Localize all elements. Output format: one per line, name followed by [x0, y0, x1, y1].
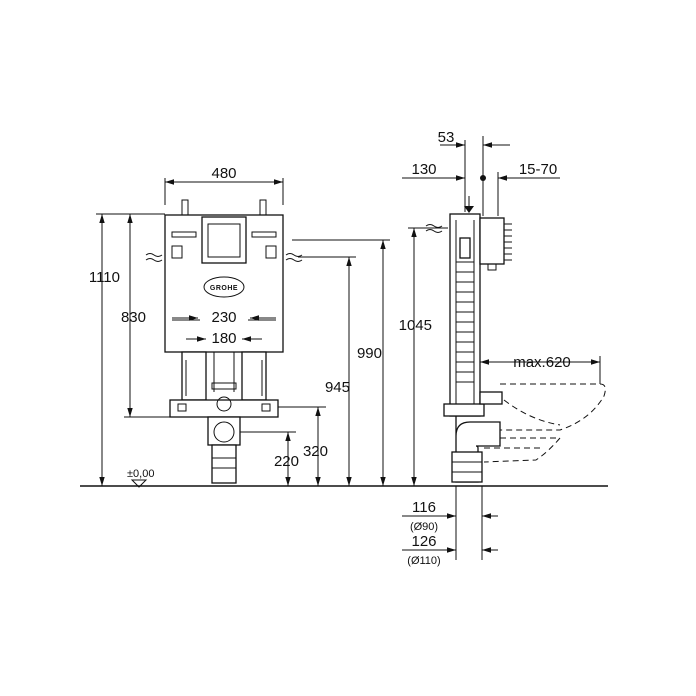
dim-116: 116 [412, 499, 436, 516]
dim-53: 53 [438, 129, 455, 146]
dim-180: 180 [211, 330, 236, 347]
dim-220: 220 [274, 453, 299, 470]
dim-830: 830 [121, 309, 146, 326]
dim-15-70: 15-70 [519, 161, 557, 178]
dim-126: 126 [411, 533, 436, 550]
grohe-logo [203, 276, 245, 298]
dim-126-sub: (Ø110) [407, 555, 440, 567]
dim-320: 320 [303, 443, 328, 460]
toilet-outline [500, 383, 606, 431]
dim-1045: 1045 [399, 317, 432, 334]
flush-plate-opening [201, 216, 247, 264]
dim-130: 130 [411, 161, 436, 178]
dim-990: 990 [357, 345, 382, 362]
drain-pipe [207, 416, 241, 446]
front-view: GROHE 480 1110 [89, 165, 390, 488]
dim-945: 945 [325, 379, 350, 396]
dim-480: 480 [211, 165, 236, 182]
floor-reference-label: ±0,00 [127, 468, 154, 480]
dim-max620: max.620 [513, 354, 571, 371]
actuator-box [479, 217, 505, 265]
logo-text: GROHE [210, 285, 238, 292]
dim-230: 230 [211, 309, 236, 326]
dim-1110: 1110 [89, 269, 120, 286]
side-view: max.620 1045 53 130 15-70 116 (Ø90) 126 … [399, 129, 606, 567]
dim-116-sub: (Ø90) [410, 521, 438, 533]
